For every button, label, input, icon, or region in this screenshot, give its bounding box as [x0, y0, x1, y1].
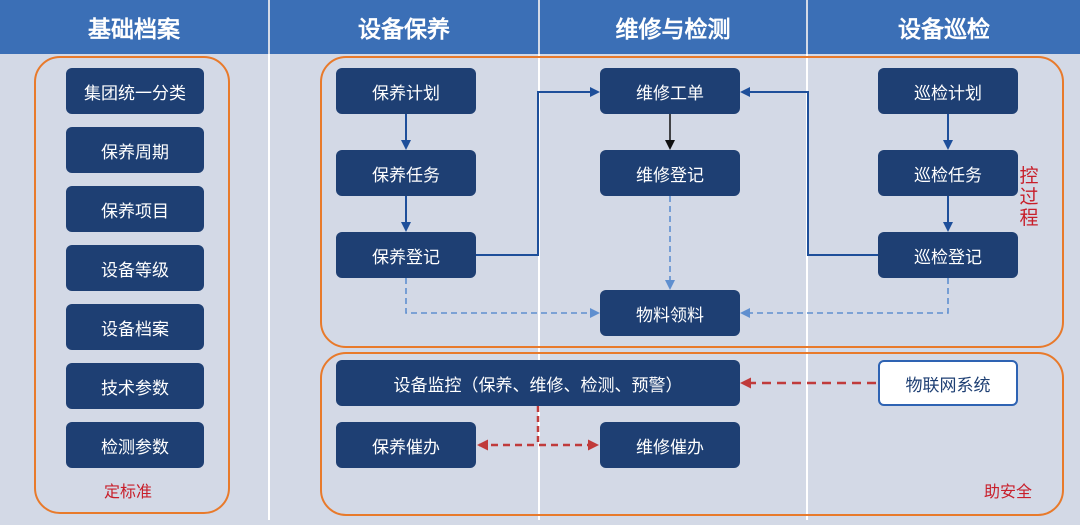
repair-order-box[interactable]: 维修工单 [600, 68, 740, 114]
safety-label: 助安全 [984, 482, 1033, 501]
basic-item-maintenance-cycle[interactable]: 保养周期 [66, 127, 204, 173]
safety-frame [320, 352, 1064, 516]
inspection-task-box[interactable]: 巡检任务 [878, 150, 1018, 196]
header-inspection: 设备巡检 [808, 0, 1080, 54]
maintenance-record-box[interactable]: 保养登记 [336, 232, 476, 278]
inspection-plan-box[interactable]: 巡检计划 [878, 68, 1018, 114]
column-divider [268, 54, 270, 520]
maintenance-task-box[interactable]: 保养任务 [336, 150, 476, 196]
basic-item-test-params[interactable]: 检测参数 [66, 422, 204, 468]
process-frame [320, 56, 1064, 348]
maintenance-urge-box[interactable]: 保养催办 [336, 422, 476, 468]
material-requisition-box[interactable]: 物料领料 [600, 290, 740, 336]
basic-item-equipment-records[interactable]: 设备档案 [66, 304, 204, 350]
basic-item-maintenance-items[interactable]: 保养项目 [66, 186, 204, 232]
equipment-monitor-box[interactable]: 设备监控（保养、维修、检测、预警） [336, 360, 740, 406]
standard-label: 定标准 [104, 482, 153, 501]
repair-record-box[interactable]: 维修登记 [600, 150, 740, 196]
basic-item-equipment-grade[interactable]: 设备等级 [66, 245, 204, 291]
basic-item-technical-params[interactable]: 技术参数 [66, 363, 204, 409]
process-label: 控过程 [1019, 165, 1039, 229]
inspection-record-box[interactable]: 巡检登记 [878, 232, 1018, 278]
header-maintenance: 设备保养 [270, 0, 538, 54]
header-repair-testing: 维修与检测 [540, 0, 806, 54]
iot-system-box[interactable]: 物联网系统 [878, 360, 1018, 406]
maintenance-plan-box[interactable]: 保养计划 [336, 68, 476, 114]
header-basic-records: 基础档案 [0, 0, 268, 54]
repair-urge-box[interactable]: 维修催办 [600, 422, 740, 468]
standard-frame [34, 56, 230, 514]
basic-item-group-classification[interactable]: 集团统一分类 [66, 68, 204, 114]
